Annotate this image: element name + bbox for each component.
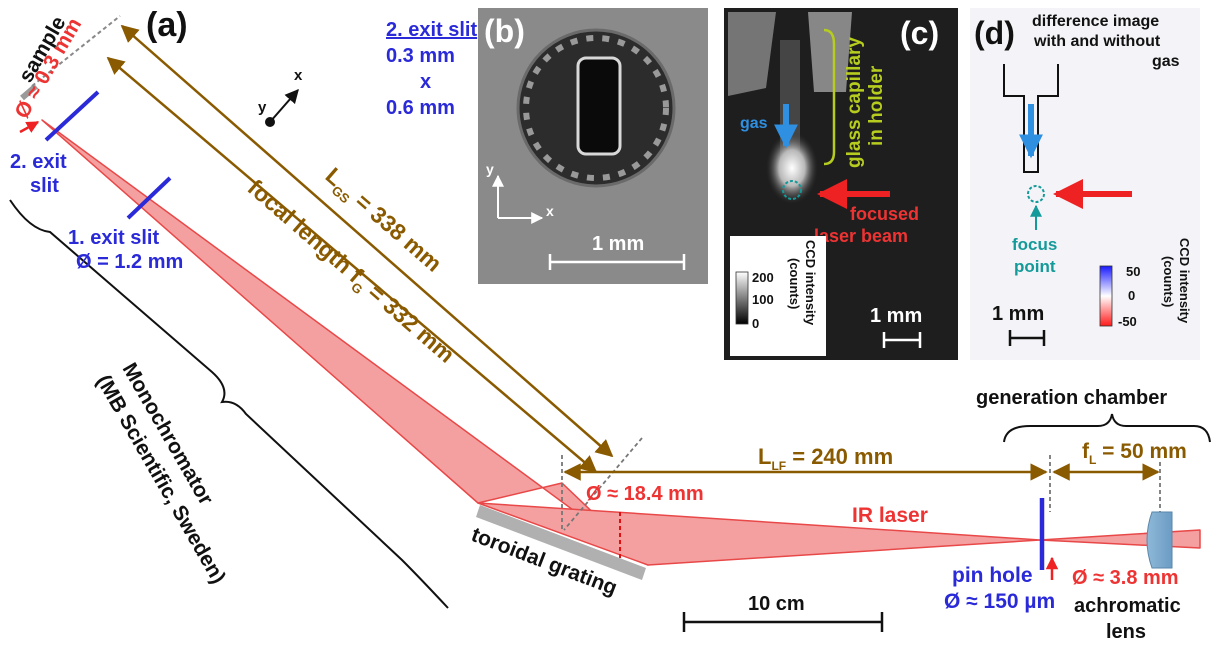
panel-b-slit-image (576, 56, 622, 156)
panel-d-colorbar-label-a: CCD intensity (1177, 238, 1192, 324)
panel-c-colorbar-tick-100: 100 (752, 292, 774, 307)
panel-d: (d) difference image with and without ga… (970, 8, 1200, 360)
exit-slit-size-h: 0.6 mm (386, 97, 455, 119)
panel-c-colorbar-label-a: CCD intensity (803, 240, 818, 326)
exit-slit-2-label-b: slit (30, 175, 59, 197)
panel-d-title-a: difference image (1032, 13, 1159, 30)
panel-c-focused-label-b: laser beam (814, 226, 908, 246)
fl-label-sub: L (1089, 453, 1096, 467)
axis-x-label: x (294, 67, 303, 84)
pin-hole-label-a: pin hole (952, 564, 1033, 587)
panel-c-gas-label: gas (740, 115, 768, 132)
panel-d-image (970, 8, 1200, 360)
panel-b-scale-label: 1 mm (592, 233, 644, 255)
panel-c-capillary-label-a: glass capillary (844, 37, 865, 168)
beam-diameter-grating-label: Ø ≈ 18.4 mm (586, 483, 704, 505)
llf-label: LLF = 240 mm (758, 444, 893, 473)
panel-label-d: (d) (974, 15, 1015, 51)
sample-axis-dashed (31, 15, 121, 87)
panel-d-scale-label: 1 mm (992, 303, 1044, 325)
panel-d-focus-label-b: point (1014, 257, 1056, 276)
panel-c-colorbar (735, 271, 749, 325)
panel-d-colorbar (1099, 265, 1113, 327)
generation-chamber-brace (1003, 413, 1211, 443)
panel-c-focus-circle (782, 180, 802, 200)
panel-b-axis-x-label: x (546, 203, 554, 219)
focal-length-label-value: = 332 mm (358, 275, 460, 368)
panel-d-colorbar-tick-minus50: -50 (1118, 314, 1137, 329)
panel-c-colorbar-tick-0: 0 (752, 316, 759, 331)
achromatic-lens-label-a: achromatic (1074, 595, 1181, 617)
panel-c-holder-left (728, 12, 776, 96)
sample-holder (20, 83, 38, 101)
panel-c-colorbar-tick-200: 200 (752, 270, 774, 285)
grating-reference-dashed (563, 437, 643, 531)
axis-x-arrow (269, 88, 299, 123)
axis-y-label: y (258, 99, 267, 116)
panel-c-holder-right (808, 12, 852, 92)
panel-c-focused-label-a: focused (850, 204, 919, 224)
panel-d-focus-label-a: focus (1012, 235, 1057, 254)
exit-slit-size-w: 0.3 mm (386, 45, 455, 67)
exit-slit-size-x: x (420, 71, 431, 93)
llf-label-main: L (758, 444, 771, 469)
ir-laser-label: IR laser (852, 504, 928, 527)
panel-label-c: (c) (900, 15, 939, 51)
monochromator-brace (9, 199, 449, 609)
fl-label: fL = 50 mm (1082, 440, 1187, 467)
axis-y-dot (265, 117, 275, 127)
llf-label-sub: LF (771, 459, 786, 473)
laser-diameter-label: Ø ≈ 3.8 mm (1072, 567, 1179, 589)
pin-hole-label-b: Ø ≈ 150 µm (944, 590, 1055, 613)
generation-chamber-label: generation chamber (976, 387, 1167, 409)
llf-label-value: = 240 mm (786, 444, 893, 469)
panel-c-colorbar-label-b: (counts) (787, 258, 802, 309)
exit-slit-2 (44, 90, 100, 142)
focal-length-dimension-arrow (106, 56, 598, 474)
fl-label-value: = 50 mm (1096, 440, 1186, 463)
panel-d-colorbar-label-b: (counts) (1161, 256, 1176, 307)
panel-d-colorbar-tick-0: 0 (1128, 288, 1135, 303)
panel-c-scale-label: 1 mm (870, 305, 922, 327)
achromatic-lens-label-b: lens (1106, 621, 1146, 643)
exit-slit-1-label-b: Ø = 1.2 mm (76, 251, 183, 273)
sample-pointer-arrow (19, 120, 40, 134)
panel-b: (b) y x 1 mm (478, 8, 708, 284)
panel-d-colorbar-tick-50: 50 (1126, 264, 1140, 279)
panel-c: (c) glass capillary in holder gas focuse… (724, 8, 958, 360)
panel-d-title-c: gas (1152, 53, 1180, 70)
achromatic-lens-icon (1146, 511, 1173, 569)
exit-slit-2-label-a: 2. exit (10, 151, 67, 173)
panel-c-gas-glow (766, 132, 818, 204)
panel-d-holder-outline (1003, 64, 1059, 173)
exit-slit-size-title: 2. exit slit (386, 19, 477, 41)
panel-label-b: (b) (484, 13, 525, 49)
panel-b-disc-rim (523, 35, 669, 181)
panel-d-title-b: with and without (1033, 33, 1161, 50)
fl-label-main: f (1082, 440, 1090, 463)
panel-c-capillary-label-b: in holder (866, 65, 887, 146)
panel-c-capillary-brace (823, 28, 836, 166)
panel-d-focus-circle (1027, 185, 1045, 203)
toroidal-grating (476, 505, 646, 580)
exit-slit-1-label-a: 1. exit slit (68, 227, 159, 249)
panel-b-axis-y-label: y (486, 161, 494, 177)
scale-bar-10cm-label: 10 cm (748, 593, 805, 615)
panel-label-a: (a) (146, 6, 188, 44)
